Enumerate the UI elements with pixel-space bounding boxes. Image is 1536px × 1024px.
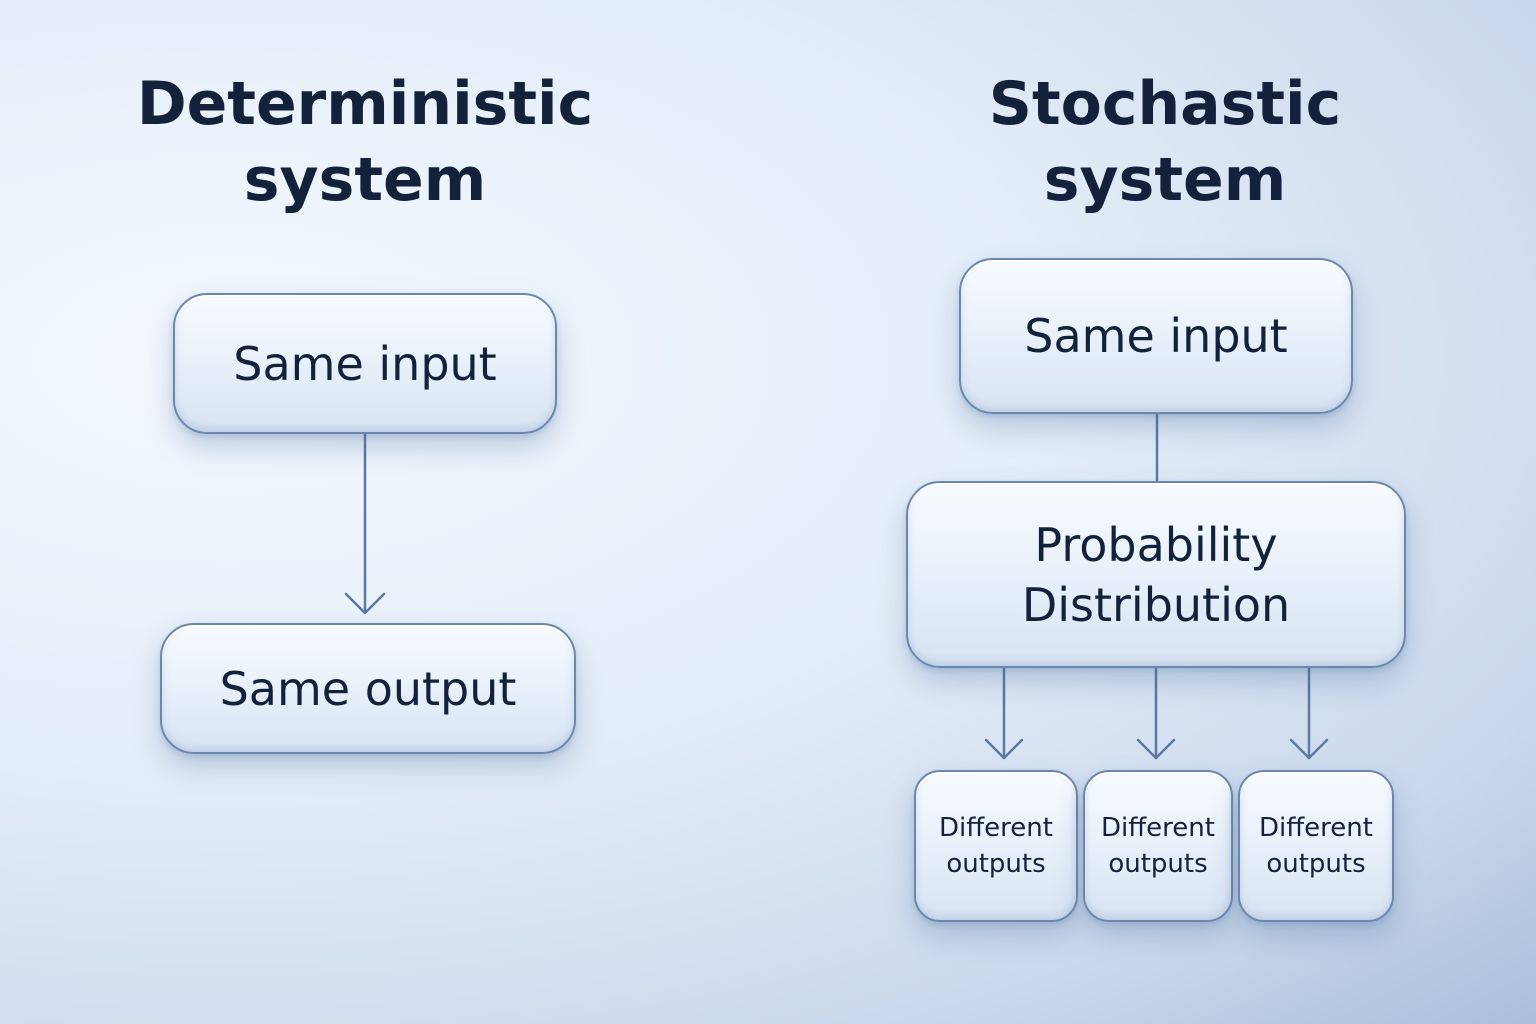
deterministic-heading-line2: system (243, 145, 487, 215)
deterministic-output-label: Same output (219, 661, 517, 716)
stochastic-heading: Stochastic system (860, 66, 1470, 218)
distribution-to-output-arrow-1 (984, 666, 1024, 760)
output-1-line1: Different (939, 813, 1053, 843)
deterministic-heading-line1: Deterministic (136, 69, 594, 139)
stochastic-input-label: Same input (1024, 309, 1288, 363)
stochastic-input-box: Same input (959, 258, 1353, 414)
deterministic-arrow (344, 432, 386, 615)
output-2-line1: Different (1101, 813, 1215, 843)
stochastic-heading-text: Stochastic system (988, 69, 1342, 215)
different-output-box-3: Different outputs (1238, 770, 1394, 922)
probability-distribution-box: Probability Distribution (906, 481, 1406, 668)
distribution-to-output-arrow-3 (1289, 666, 1329, 760)
deterministic-input-label: Same input (233, 336, 497, 391)
different-output-box-2: Different outputs (1083, 770, 1233, 922)
deterministic-output-box: Same output (160, 623, 576, 754)
distribution-label-line2: Distribution (1021, 577, 1291, 632)
distribution-to-output-arrow-2 (1136, 666, 1176, 760)
different-output-box-1: Different outputs (914, 770, 1078, 922)
output-2-line2: outputs (1108, 849, 1208, 879)
deterministic-heading: Deterministic system (115, 66, 615, 218)
distribution-label-line1: Probability (1034, 517, 1278, 572)
output-3-line2: outputs (1266, 849, 1366, 879)
output-3-line1: Different (1259, 813, 1373, 843)
deterministic-input-box: Same input (173, 293, 557, 434)
output-1-line2: outputs (946, 849, 1046, 879)
